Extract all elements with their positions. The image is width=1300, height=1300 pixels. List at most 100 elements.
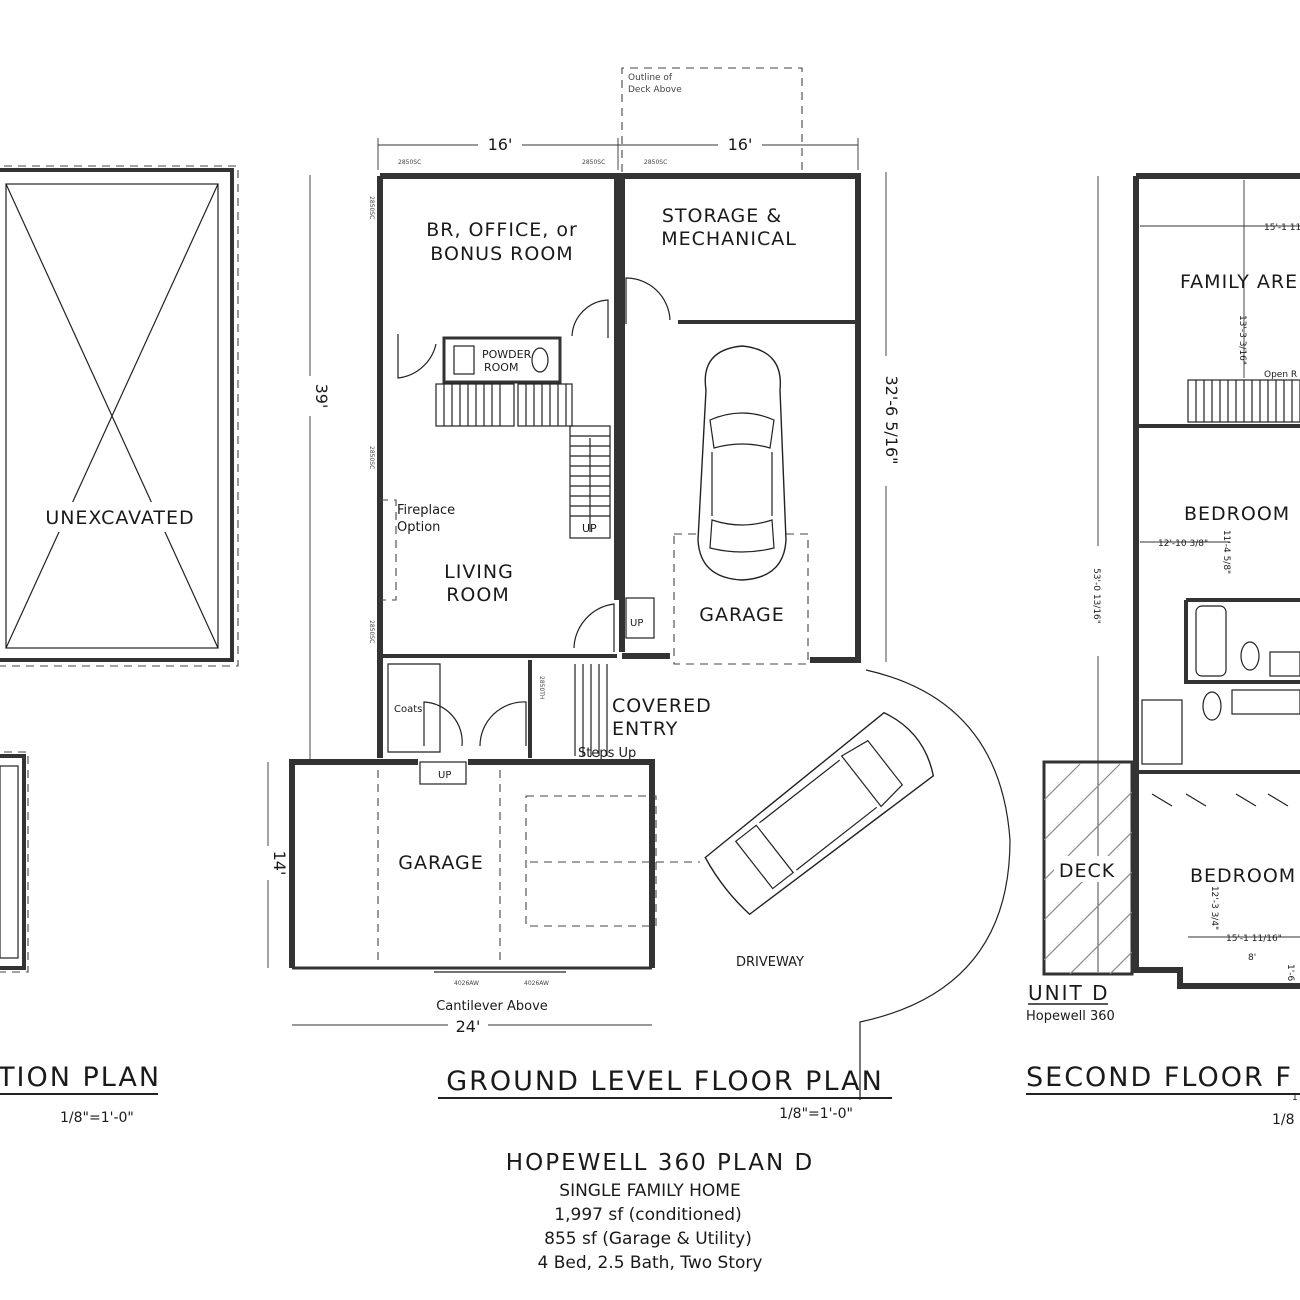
second-plan-title: SECOND FLOOR F [1026, 1062, 1293, 1093]
deck-label-bg [1054, 856, 1120, 882]
bedroom-1-label: BEDROOM [1184, 503, 1290, 525]
window-tag-garage-1: 4026AW [454, 980, 479, 987]
ground-level-plan: Outline of Deck Above 16' 16' 39' 32'-6 … [258, 67, 1011, 1122]
door-storage [625, 277, 671, 324]
storage-label: STORAGE & [662, 205, 782, 227]
foundation-plan-scale: 1/8"=1'-0" [60, 1110, 134, 1126]
open-rail-label: Open R [1264, 370, 1297, 380]
garage-car-icon [673, 345, 809, 665]
unexcavated-x-line-2 [5, 183, 219, 649]
unexcavated-label: UNEXCAVATED [45, 507, 194, 529]
garage-main-label: GARAGE [699, 604, 785, 626]
foundation-inner [5, 183, 219, 649]
powder-sink [453, 345, 475, 375]
second-closets [1151, 793, 1289, 807]
dim-bed1-width: 12'-10 3/8" [1158, 539, 1208, 549]
dim-garage-depth: 14' [270, 851, 289, 876]
entry-steps [574, 664, 608, 756]
fireplace-label: Fireplace [397, 503, 455, 518]
dim-left-depth: 39' [312, 384, 331, 409]
window-tag-7: 2850TH [538, 676, 545, 699]
front-garage-walls [289, 759, 655, 968]
dim-bed1-depth: 11'-4 5/8" [1221, 530, 1231, 574]
dim-bg-left [300, 376, 322, 416]
deck-label: DECK [1059, 860, 1115, 882]
window-tag-2: 2850SC [582, 159, 605, 166]
family-area-label: FAMILY ARE [1180, 271, 1298, 293]
living-room-label-2: ROOM [446, 584, 510, 606]
door-powder [397, 334, 437, 379]
covered-entry-label-2: ENTRY [612, 718, 678, 740]
front-garage-parking [525, 795, 657, 927]
steps-up-label: Steps Up [578, 746, 636, 761]
window-tag-5: 2850SC [368, 446, 375, 469]
dim-second-overall: 53'-0 13/16" [1091, 568, 1101, 624]
dim-bg-overall [1088, 546, 1108, 656]
dim-bg-garage-width [448, 1014, 488, 1036]
conditioned-area: 1,997 sf (conditioned) [554, 1205, 741, 1225]
deck-above-label-2: Deck Above [628, 85, 682, 95]
stairs-up-label: UP [582, 522, 597, 535]
second-floor-plan: 53'-0 13/16" Open R 15'-1 11 13'-3 3/16"… [1026, 173, 1300, 1128]
garage-utility-area: 855 sf (Garage & Utility) [544, 1229, 752, 1249]
window-tag-garage-2: 4026AW [524, 980, 549, 987]
second-bath-fixtures [1141, 605, 1300, 765]
foundation-small-outline [0, 751, 29, 973]
foundation-plan: UNEXCAVATED TION PLAN 1/8"=1'-0" [0, 165, 239, 1126]
foundation-small-inner [0, 765, 19, 959]
plan-name: HOPEWELL 360 PLAN D [506, 1150, 814, 1176]
dim-top-left: 16' [488, 135, 513, 154]
unit-label: UNIT D [1028, 981, 1109, 1005]
dim-garage-width: 24' [456, 1017, 481, 1036]
home-type: SINGLE FAMILY HOME [559, 1181, 740, 1201]
bonus-room-label-2: BONUS ROOM [430, 243, 573, 265]
front-garage-step-up: UP [438, 770, 451, 781]
dim-bed2-depth: 12'-3 3/4" [1209, 886, 1219, 930]
door-garage-entry [573, 603, 615, 652]
second-wall-bath [1136, 598, 1300, 774]
fireplace-option [380, 499, 397, 601]
second-wall-outer [1133, 173, 1300, 989]
dim-bg-top-right [718, 134, 762, 154]
dim-right-depth: 32'-6 5/16" [882, 375, 901, 464]
door-front [479, 701, 527, 747]
driveway-curve [859, 669, 1011, 1100]
dim-bg-right [876, 356, 898, 486]
deck-above-label: Outline of [628, 73, 673, 83]
deck-above-outline [621, 67, 803, 172]
beds-baths: 4 Bed, 2.5 Bath, Two Story [538, 1253, 763, 1273]
second-stairs [1187, 379, 1300, 423]
front-garage-step [419, 761, 467, 785]
powder-room-label: POWDER [482, 348, 532, 361]
powder-room-label-2: ROOM [484, 361, 518, 374]
dim-closet: 8' [1248, 953, 1256, 963]
dim-family-width: 15'-1 11 [1264, 223, 1300, 233]
second-plan-scale-small: 1 [1292, 1093, 1298, 1103]
powder-toilet [531, 347, 549, 373]
cantilever-label: Cantilever Above [436, 999, 548, 1014]
bonus-room-label: BR, OFFICE, or [426, 219, 578, 241]
living-room-label: LIVING [444, 561, 514, 583]
unit-model: Hopewell 360 [1026, 1009, 1115, 1024]
dim-family-depth: 13'-3 3/16" [1237, 315, 1247, 365]
powder-room-walls [442, 336, 562, 384]
fireplace-label-2: Option [397, 520, 440, 535]
main-stairs [435, 383, 611, 539]
foundation-small-wall [0, 754, 26, 970]
driveway-car-icon [704, 711, 935, 916]
door-coats [423, 701, 463, 747]
dim-bed2-width: 15'-1 11/16" [1226, 934, 1282, 944]
ground-plan-title: GROUND LEVEL FLOOR PLAN [446, 1066, 884, 1097]
garage-steps [625, 597, 655, 639]
foundation-plan-title: TION PLAN [0, 1062, 161, 1093]
dim-small: 1'-6 [1285, 964, 1295, 981]
dim-bg-top-left [478, 134, 522, 154]
foundation-wall [0, 168, 234, 662]
door-bonus [571, 299, 609, 338]
window-tag-4: 2850SC [368, 196, 375, 219]
garage-steps-up: UP [630, 618, 643, 629]
covered-entry-label: COVERED [612, 695, 712, 717]
unexcavated-label-bg [36, 502, 204, 532]
dim-bg-garage-depth [258, 846, 280, 880]
